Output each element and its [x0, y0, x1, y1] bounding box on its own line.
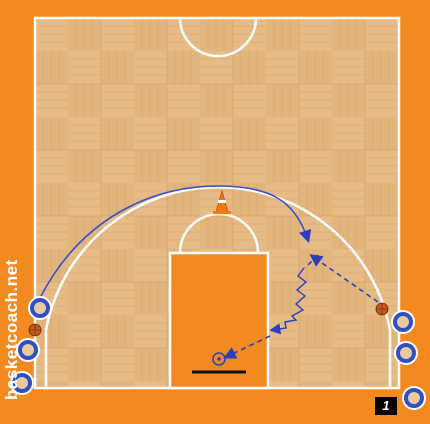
player-icon [392, 311, 414, 333]
key-paint [170, 253, 268, 388]
player-icon [395, 342, 417, 364]
basketball-icon [29, 324, 41, 336]
rim-center [217, 357, 221, 361]
player-icon [29, 297, 51, 319]
watermark-text: basketcoach.net [2, 120, 24, 400]
basketball-icon [376, 303, 388, 315]
slide-number-badge: 1 [375, 397, 397, 415]
player-icon [403, 387, 425, 409]
